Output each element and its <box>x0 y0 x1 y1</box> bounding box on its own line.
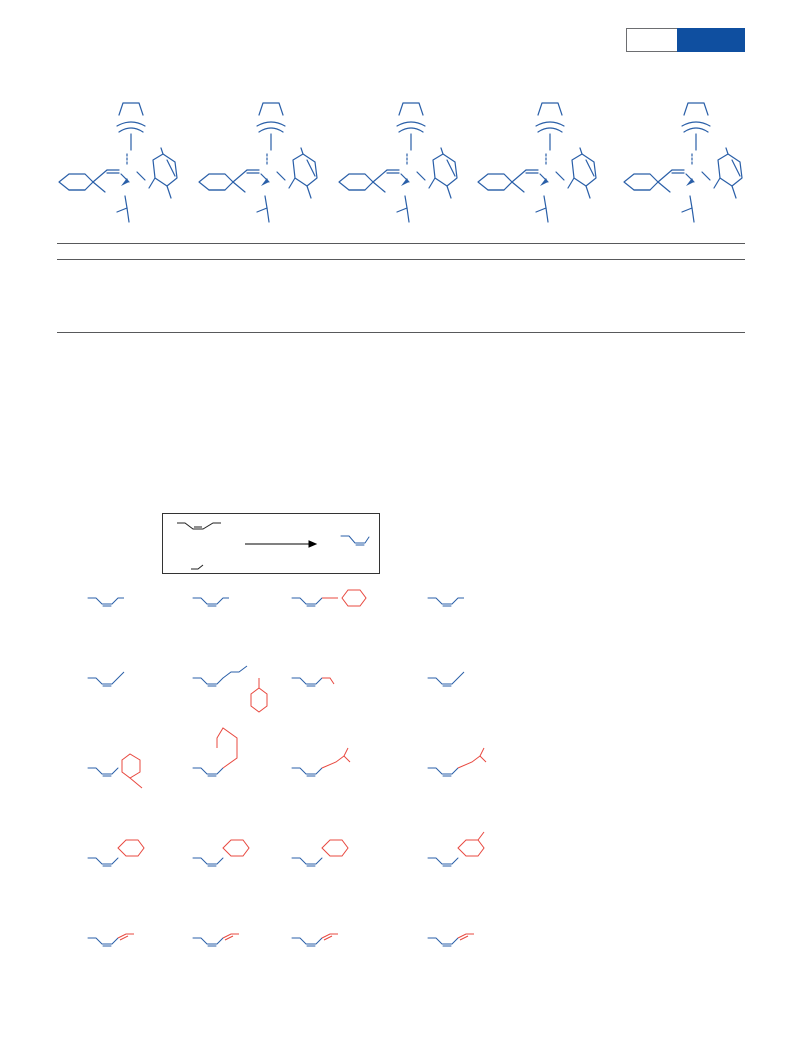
reaction-scheme <box>177 522 370 570</box>
product-structure <box>291 677 335 687</box>
product-structure <box>192 665 268 713</box>
header-accent-box <box>677 28 745 52</box>
product-structure <box>87 753 143 789</box>
substrate-chain <box>177 522 221 530</box>
product-structure <box>87 839 145 867</box>
product-structure <box>291 589 367 607</box>
catalyst-structure <box>477 102 597 223</box>
table-bottom-rule <box>57 332 745 333</box>
product-structure <box>192 597 229 607</box>
catalyst-structures <box>58 102 743 223</box>
table-header-rule <box>57 259 745 260</box>
product-scope-grid <box>87 589 487 947</box>
catalyst-structure <box>58 102 178 223</box>
reagent-chain <box>191 564 204 570</box>
reaction-scheme-box <box>162 513 380 574</box>
product-structure <box>291 747 351 777</box>
substrate-structure <box>177 522 221 530</box>
product-structure <box>87 671 125 687</box>
product-structure <box>291 839 349 867</box>
reagent-structure <box>191 564 204 570</box>
product-structure <box>340 535 370 546</box>
product-structure <box>427 933 474 947</box>
product-structure <box>192 933 239 947</box>
product-structure <box>192 727 238 777</box>
catalyst-structure <box>198 102 318 223</box>
table-top-rule <box>57 243 745 244</box>
product-structure <box>427 671 465 687</box>
product-structure <box>87 933 134 947</box>
product-structure <box>427 597 464 607</box>
header-label-box <box>626 28 678 52</box>
product-structure <box>87 597 124 607</box>
product-structure <box>291 933 338 947</box>
catalyst-structure <box>623 102 743 223</box>
product-structure <box>427 831 485 867</box>
product-structure <box>427 747 487 777</box>
product-structure <box>192 839 250 867</box>
reaction-arrow <box>245 540 318 548</box>
catalyst-structure <box>338 102 458 223</box>
